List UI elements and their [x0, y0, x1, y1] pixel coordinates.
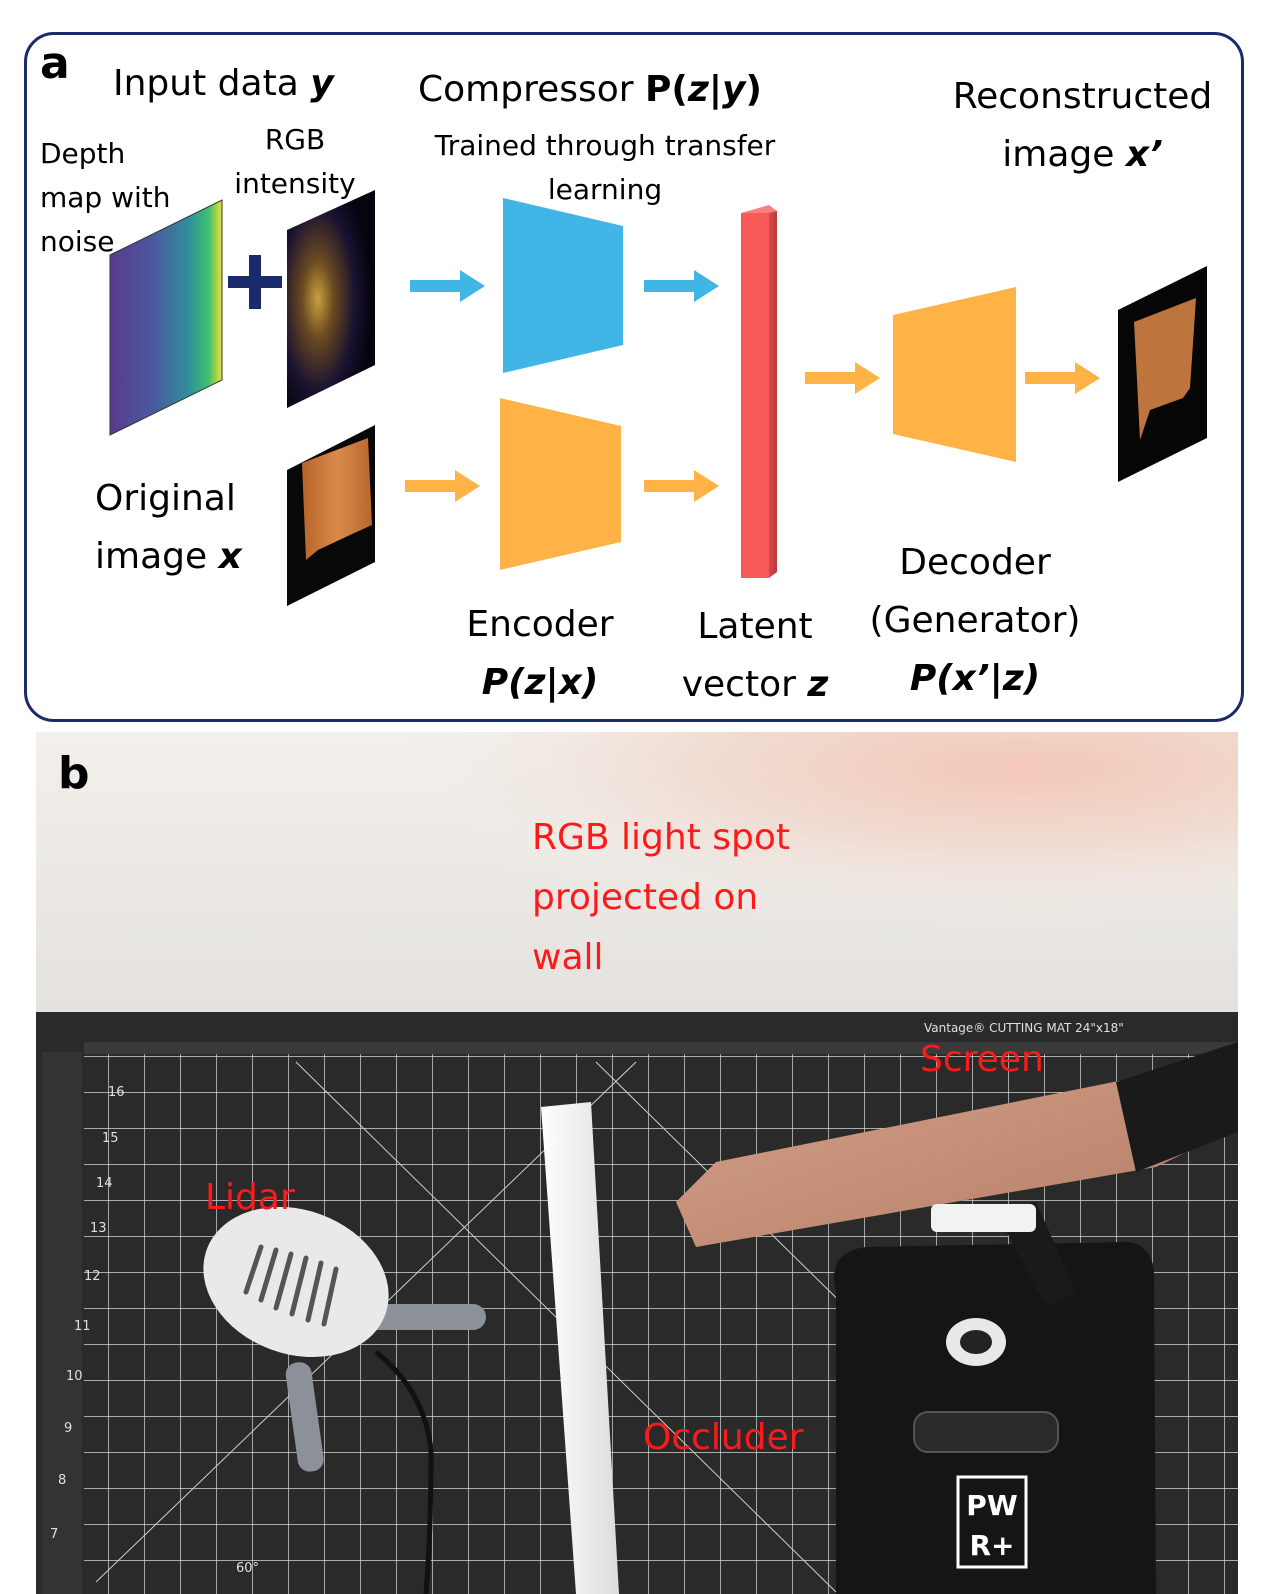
- decoder-formula: P(x’|z): [909, 658, 1041, 699]
- original-line-2-text: image: [95, 536, 208, 577]
- light-spot-line-1: RGB light spot: [532, 817, 791, 858]
- decoder-line-2: (Generator): [869, 600, 1081, 641]
- arrow-input-to-compressor: [410, 270, 485, 302]
- latent-vector-label: Latent vector z: [660, 598, 850, 714]
- compressor-formula-y: y: [721, 69, 746, 110]
- compressor-formula-z: z: [687, 69, 709, 110]
- depth-map-image: [109, 199, 223, 436]
- phone-screen: [676, 1057, 1238, 1247]
- reconstructed-line-2-text: image: [1002, 134, 1115, 175]
- lidar-label: Lidar: [205, 1177, 295, 1218]
- depth-label-line-2: map with: [40, 181, 171, 214]
- encoder-label: Encoder P(z|x): [440, 596, 640, 712]
- input-data-var: y: [310, 63, 334, 104]
- light-spot-line-2: projected on: [532, 877, 759, 918]
- decoder-label: Decoder (Generator) P(x’|z): [855, 534, 1095, 708]
- reconstructed-var: x’: [1125, 134, 1163, 175]
- rgb-intensity-label: RGB intensity: [230, 118, 360, 206]
- rgb-intensity-image: [287, 190, 375, 408]
- ruler-num-7: 7: [50, 1527, 58, 1542]
- encoder-formula: P(z|x): [481, 662, 599, 703]
- arrow-decoder-to-output: [1025, 362, 1100, 394]
- arrow-encoder-to-latent: [644, 470, 719, 502]
- angle-label: 60°: [236, 1561, 259, 1576]
- latent-var: z: [807, 664, 829, 705]
- compressor-sub-line-1: Trained through transfer: [434, 129, 776, 162]
- original-line-2: image x: [95, 528, 242, 586]
- latent-vector-bar: [741, 205, 777, 578]
- compressor-formula-sep: |: [708, 69, 722, 110]
- stand-logo-line-1: PW: [966, 1489, 1018, 1522]
- occluder-label: Occluder: [643, 1417, 804, 1458]
- latent-line-1: Latent: [697, 606, 813, 647]
- ruler-num-12: 12: [84, 1269, 101, 1284]
- stand-logo: [956, 1475, 1028, 1569]
- compressor-formula-prefix: P(: [645, 69, 688, 110]
- latent-line-2-text: vector: [681, 664, 796, 705]
- rgb-light-spot-label: RGB light spot projected on wall: [532, 808, 790, 988]
- decoder-line-1: Decoder: [899, 542, 1051, 583]
- reconstructed-title: Reconstructed image x’: [930, 68, 1235, 184]
- panel-a-graphics: [109, 190, 1207, 606]
- compressor-sub-line-2: learning: [547, 173, 663, 206]
- panel-a-letter: a: [40, 38, 70, 89]
- original-var: x: [218, 536, 242, 577]
- ruler-num-11: 11: [74, 1319, 91, 1334]
- encoder-trapezoid: [500, 398, 621, 570]
- rgb-label-line-2: intensity: [234, 167, 356, 200]
- panel-a-frame: [24, 32, 1244, 722]
- compressor-trapezoid: [503, 198, 623, 373]
- occluder-bar: [541, 1102, 619, 1594]
- ruler-num-15: 15: [102, 1131, 119, 1146]
- ruler-num-14: 14: [96, 1176, 113, 1191]
- panel-b-letter: b: [58, 748, 90, 799]
- original-image-label: Original image x: [95, 470, 242, 586]
- decoder-trapezoid: [893, 287, 1016, 462]
- encoder-title: Encoder: [466, 604, 614, 645]
- arrow-original-to-encoder: [405, 470, 480, 502]
- stand-logo-line-2: R+: [969, 1529, 1014, 1562]
- compressor-formula-suffix: ): [745, 69, 762, 110]
- depth-label-line-1: Depth: [40, 137, 126, 170]
- arrow-latent-to-decoder: [805, 362, 880, 394]
- compressor-subtitle: Trained through transfer learning: [410, 124, 800, 212]
- ruler-num-10: 10: [66, 1369, 83, 1384]
- compressor-title-text: Compressor: [418, 69, 634, 110]
- arrow-compressor-to-latent: [644, 270, 719, 302]
- original-line-1: Original: [95, 478, 236, 519]
- ruler-num-9: 9: [64, 1421, 72, 1436]
- lidar-device: [203, 1206, 486, 1594]
- compressor-title: Compressor P(z|y): [418, 72, 762, 108]
- latent-line-2: vector z: [660, 656, 850, 714]
- mat-brand-text: Vantage® CUTTING MAT 24"x18": [924, 1021, 1124, 1035]
- ruler-num-13: 13: [90, 1221, 107, 1236]
- input-data-title-text: Input data: [113, 63, 299, 104]
- reconstructed-line-2: image x’: [930, 126, 1235, 184]
- input-data-title: Input data y: [113, 66, 334, 102]
- reconstructed-line-1: Reconstructed: [952, 76, 1213, 117]
- ruler-numbers: 16 15 14 13 12 11 10 9 8 7 60°: [50, 1085, 259, 1576]
- light-spot-line-3: wall: [532, 937, 604, 978]
- screen-label: Screen: [920, 1039, 1044, 1080]
- ruler-num-16: 16: [108, 1085, 125, 1100]
- depth-map-label: Depth map with noise: [40, 132, 171, 264]
- depth-label-line-3: noise: [40, 225, 115, 258]
- setup-photo: 16 15 14 13 12 11 10 9 8 7 60° Vantage® …: [36, 732, 1238, 1594]
- ruler-num-8: 8: [58, 1473, 66, 1488]
- rgb-label-line-1: RGB: [264, 123, 326, 156]
- compressor-formula: P(z|y): [645, 69, 762, 110]
